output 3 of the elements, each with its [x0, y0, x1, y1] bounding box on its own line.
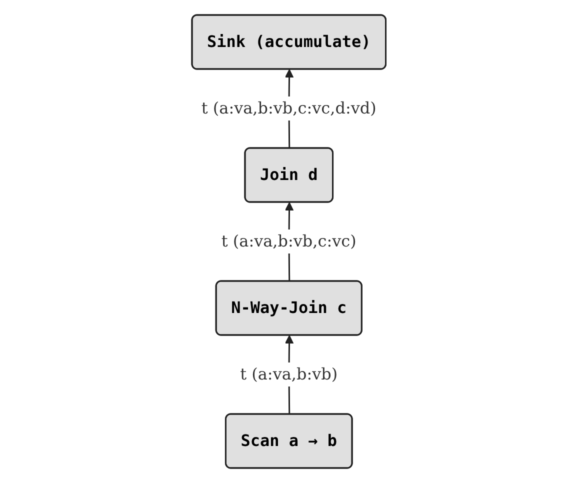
edge-label: t (a:va,b:vb) [240, 364, 338, 384]
edge-label: t (a:va,b:vb,c:vc,d:vd) [202, 98, 376, 118]
edge-label: t (a:va,b:vb,c:vc) [222, 232, 356, 250]
